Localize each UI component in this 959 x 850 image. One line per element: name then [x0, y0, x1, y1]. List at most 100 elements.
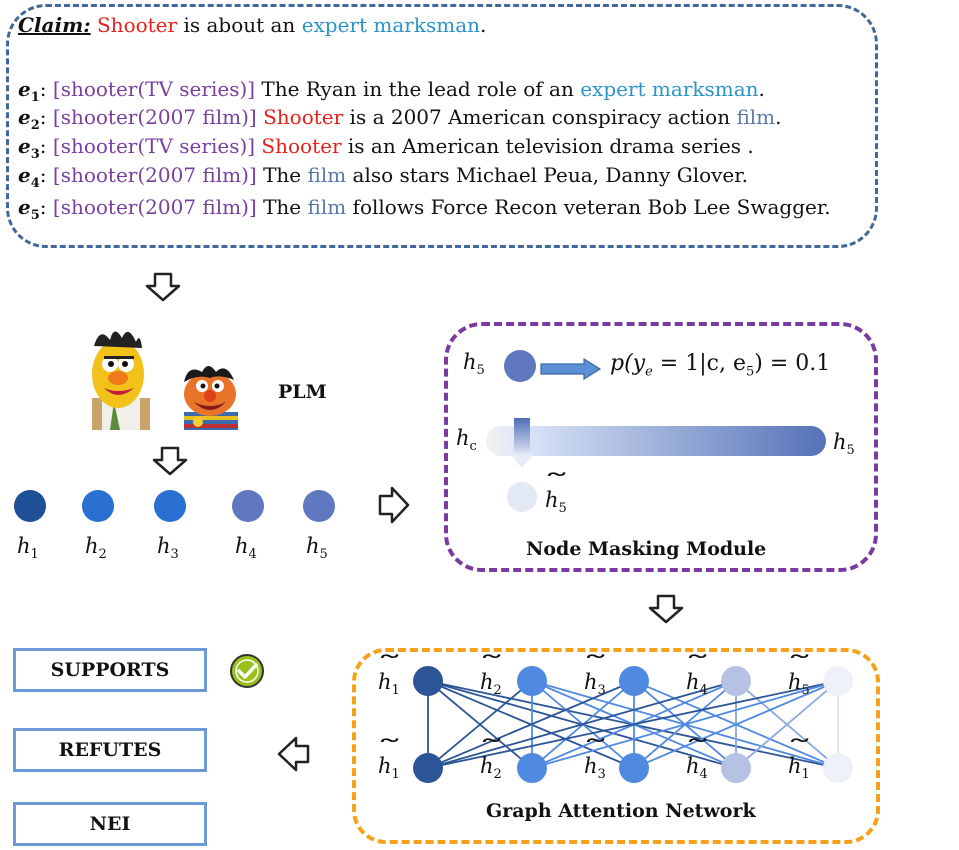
evidence-text: The: [256, 163, 308, 187]
node-masking-box: [444, 322, 878, 572]
gat-bottom-letter: h: [788, 754, 802, 778]
nm-tilde-sub: 5: [558, 501, 567, 517]
gat-tilde: h3: [584, 670, 606, 698]
hidden-node-sub: 1: [30, 547, 39, 563]
nm-right-label: h5: [833, 430, 855, 458]
nm-right-arrow-icon: [540, 358, 602, 380]
gat-bottom-label: h4: [686, 754, 708, 782]
gat-top-letter: h: [584, 670, 598, 694]
evidence-tag: [shooter(2007 film)]: [52, 163, 257, 187]
evidence-text: film: [307, 163, 347, 187]
evidence-text: follows Force Recon veteran Bob Lee Swag…: [346, 195, 831, 219]
nm-masked-node: [507, 482, 537, 512]
nm-right-letter: h: [833, 430, 847, 454]
evidence-id: e1: [18, 77, 40, 105]
gat-bottom-letter: h: [480, 754, 494, 778]
nm-h5-letter: h: [463, 350, 477, 374]
gat-box: [352, 648, 880, 844]
evidence-tag: [shooter(2007 film)]: [52, 105, 257, 129]
gat-top-node: [823, 666, 853, 696]
evidence-colon: :: [39, 77, 53, 101]
hidden-node-label: h5: [306, 534, 328, 562]
hidden-node-sub: 5: [319, 547, 328, 563]
hidden-node-letter: h: [85, 534, 99, 558]
evidence-text: .: [775, 105, 782, 129]
gat-top-sub: 2: [493, 683, 502, 699]
gat-edge: [735, 680, 839, 769]
claim-label: Claim:: [18, 13, 91, 37]
nm-h5-node: [504, 350, 536, 382]
claim-evidence-box: [6, 4, 878, 248]
hidden-node-h4: [232, 490, 264, 522]
hidden-node-sub: 3: [170, 547, 179, 563]
gat-tilde: h1: [378, 670, 400, 698]
hidden-node-label: h4: [235, 534, 257, 562]
hidden-node-h1: [14, 490, 46, 522]
nm-hc-label: hc: [456, 426, 477, 454]
gat-bottom-letter: h: [378, 754, 392, 778]
gat-top-label: h4: [686, 670, 708, 698]
evidence-id-sub: 3: [30, 147, 40, 162]
nm-h5-sub: 5: [476, 363, 485, 379]
plm-characters-icon: [92, 331, 238, 430]
gat-top-label: h3: [584, 670, 606, 698]
nm-tilde-letter: h: [545, 488, 559, 512]
evidence-colon: :: [39, 105, 53, 129]
evidence-line: e5: [shooter(2007 film)] The film follow…: [18, 195, 831, 228]
gat-top-sub: 5: [801, 683, 810, 699]
gat-top-letter: h: [686, 670, 700, 694]
gat-tilde: h4: [686, 670, 708, 698]
gat-top-node: [517, 666, 547, 696]
down-arrow-icon: [145, 272, 181, 302]
evidence-line: e1: [shooter(TV series)] The Ryan in the…: [18, 77, 765, 110]
nm-prob-b: = 1|c, e: [652, 351, 746, 376]
gat-tilde: h3: [584, 754, 606, 782]
evidence-text: expert marksman: [580, 77, 759, 101]
nm-hc-letter: h: [456, 426, 470, 450]
nm-prob-sub: e: [645, 364, 653, 380]
evidence-text: Shooter: [263, 105, 344, 129]
claim-phrase: expert marksman: [301, 13, 480, 37]
gat-bottom-letter: h: [584, 754, 598, 778]
gat-top-letter: h: [788, 670, 802, 694]
gat-top-sub: 1: [391, 683, 400, 699]
left-arrow-icon: [277, 736, 310, 772]
evidence-tag: [shooter(TV series)]: [52, 77, 256, 101]
gat-top-letter: h: [378, 670, 392, 694]
evidence-colon: :: [39, 134, 53, 158]
hidden-node-h2: [82, 490, 114, 522]
hidden-node-h5: [303, 490, 335, 522]
gat-bottom-label: h3: [584, 754, 606, 782]
evidence-id: e2: [18, 105, 40, 133]
gat-top-sub: 3: [597, 683, 606, 699]
nm-prob-sub2: 5: [745, 364, 755, 380]
hidden-node-label: h1: [17, 534, 39, 562]
gat-bottom-node: [517, 753, 547, 783]
gat-tilde: h4: [686, 754, 708, 782]
claim-middle: is about an: [177, 13, 302, 37]
gat-bottom-sub: 4: [699, 767, 708, 783]
gat-bottom-label: h2: [480, 754, 502, 782]
down-arrow-icon: [152, 446, 188, 476]
evidence-id: e4: [18, 163, 40, 191]
gat-bottom-sub: 2: [493, 767, 502, 783]
evidence-text: film: [736, 105, 776, 129]
nm-probability: p(ye = 1|c, e5) = 0.1: [610, 351, 830, 379]
gat-top-label: h2: [480, 670, 502, 698]
evidence-tag: [shooter(2007 film)]: [52, 195, 257, 219]
gat-bottom-sub: 1: [801, 767, 810, 783]
evidence-text: is an American television drama series .: [341, 134, 754, 158]
nm-h5-label: h5: [463, 350, 485, 378]
evidence-id: e3: [18, 134, 40, 162]
gat-top-label: h5: [788, 670, 810, 698]
evidence-id-sub: 5: [30, 208, 40, 223]
gat-title: Graph Attention Network: [486, 800, 756, 822]
nm-tilde-label: h5: [545, 488, 567, 516]
gat-bottom-node: [721, 753, 751, 783]
evidence-text: film: [307, 195, 347, 219]
hidden-node-sub: 4: [248, 547, 257, 563]
gat-top-letter: h: [480, 670, 494, 694]
plm-label: PLM: [278, 381, 327, 403]
gat-tilde: h1: [378, 754, 400, 782]
right-arrow-icon: [378, 486, 410, 524]
